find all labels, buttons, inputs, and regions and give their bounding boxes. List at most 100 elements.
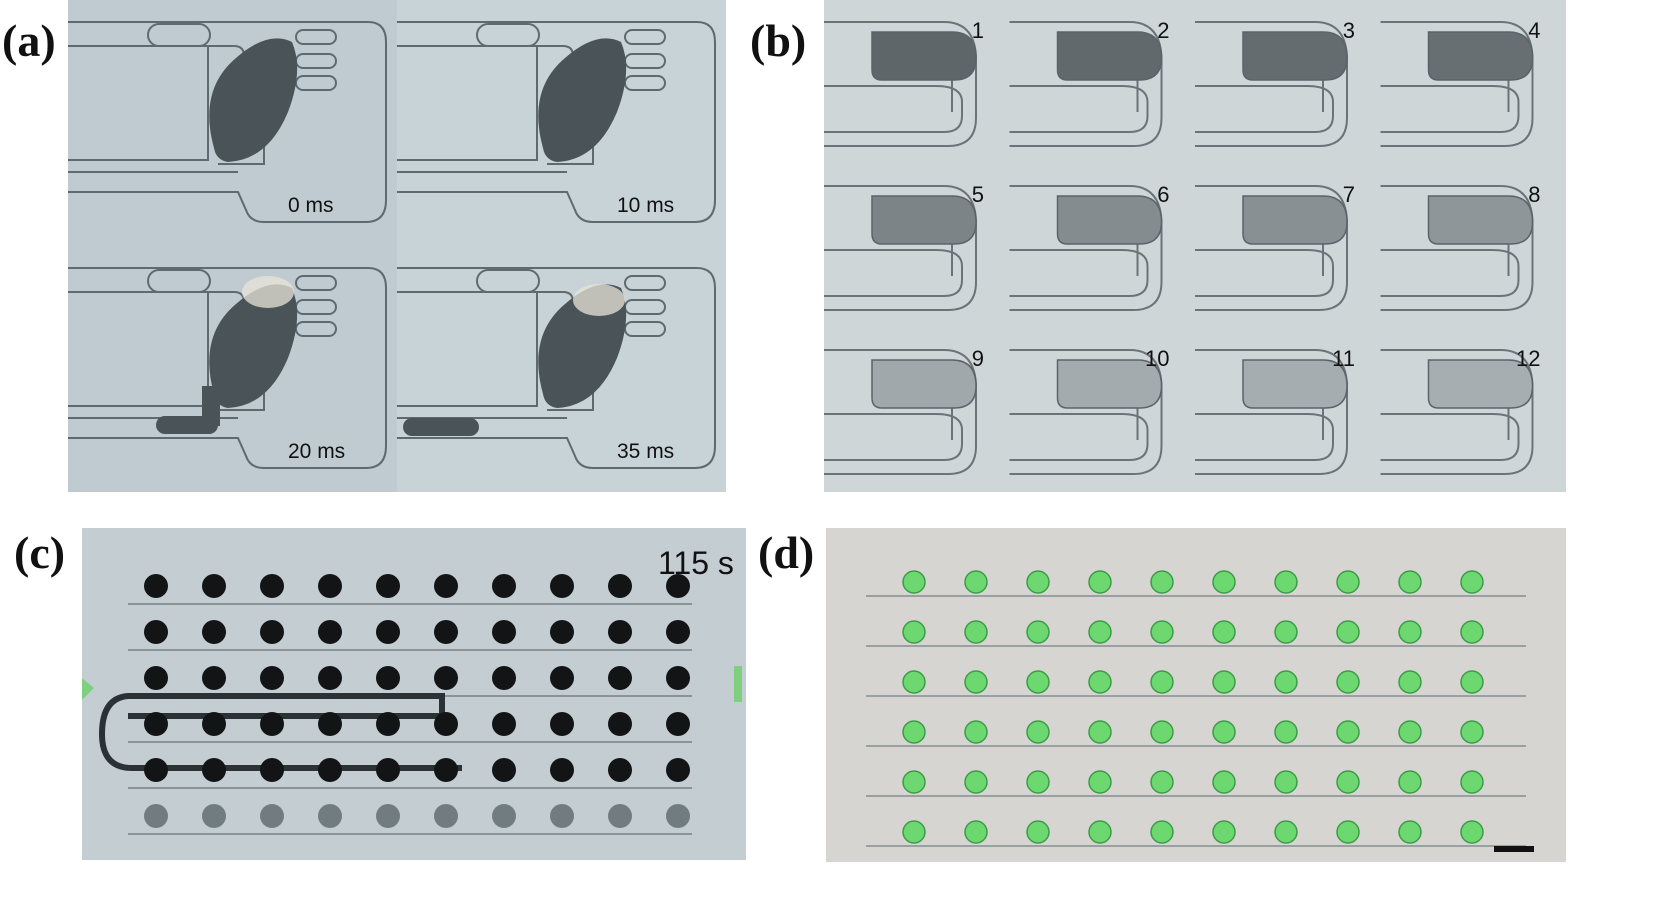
channel-outline [1009,21,1163,147]
frame-number: 7 [1343,182,1355,207]
droplet-well [260,758,284,782]
droplet-well [666,666,690,690]
bright-spot [242,276,294,308]
droplet-well [492,804,516,828]
frame-number: 1 [972,18,984,43]
channel-outline [397,267,716,469]
droplet-well [144,804,168,828]
droplet-well [318,804,342,828]
fluorescent-droplet [964,670,988,694]
scale-bar [1494,846,1534,852]
fluorescent-droplet [1150,670,1174,694]
panel-a-frame: 0 ms [68,0,397,246]
panel-c-svg: 115 s [82,528,746,860]
panel-d-label: (d) [758,527,815,578]
pillar [624,275,666,291]
pillar [624,75,666,91]
pillar [476,269,540,293]
frame-number: 3 [1343,18,1355,43]
fluorescent-droplet [1088,720,1112,744]
frame-number: 11 [1332,346,1355,371]
inlet-marker [82,678,94,700]
droplet-well [376,574,400,598]
fluorescent-droplet [1212,670,1236,694]
droplet-well [666,574,690,598]
channel-outline [1380,185,1534,311]
fluorescent-droplet [1274,720,1298,744]
fluorescent-droplet [1088,770,1112,794]
droplet [538,38,627,162]
fluorescent-droplet [1336,670,1360,694]
channel-outline [824,249,963,297]
fluorescent-droplet [1150,770,1174,794]
fluorescent-droplet [1460,720,1484,744]
channel-outline [1380,21,1534,147]
droplet-well [608,620,632,644]
channel-outline [824,413,963,461]
droplet-well [492,620,516,644]
droplet [1427,31,1534,81]
droplet-well [202,574,226,598]
droplet-well [666,712,690,736]
droplet-well [318,758,342,782]
droplet-well [492,712,516,736]
channel-outline [1195,249,1334,297]
droplet-well [434,620,458,644]
frame-background [1380,0,1566,164]
droplet-well [376,666,400,690]
frame-number: 6 [1157,182,1169,207]
outlet-marker [734,666,742,702]
time-label: 115 s [658,545,734,581]
fluorescent-droplet [902,670,926,694]
droplet-well [376,804,400,828]
frame-background [1380,328,1566,492]
pillar [624,321,666,337]
droplet-well [202,758,226,782]
time-label: 35 ms [617,440,674,463]
frame-number: 5 [972,182,984,207]
droplet-well [434,712,458,736]
fluorescent-droplet [964,770,988,794]
fluorescent-droplet [1088,570,1112,594]
fluorescent-droplet [1398,570,1422,594]
fluorescent-droplet [1088,820,1112,844]
panel-b-frame: 5 [824,164,1010,328]
droplet-well [260,712,284,736]
fluorescent-droplet [1212,770,1236,794]
bright-spot [573,284,625,316]
fluorescent-droplet [1212,620,1236,644]
channel-outline [1009,349,1163,475]
droplet-well [550,666,574,690]
droplet-well [434,758,458,782]
channel-outline [1380,413,1520,461]
panel-b-frame: 2 [1009,0,1195,164]
droplet [1242,195,1348,245]
panel-b-frame: 10 [1009,328,1195,492]
droplet [1242,359,1348,409]
channel-outline [824,185,977,311]
droplet-well [492,574,516,598]
droplet [871,31,977,81]
droplet-well [376,758,400,782]
droplet [209,38,298,162]
channel-outline [397,45,538,161]
time-label: 10 ms [617,194,674,217]
droplet-well [376,620,400,644]
droplet-well [434,666,458,690]
fluorescent-droplet [1398,670,1422,694]
droplet-well [144,758,168,782]
droplet [871,359,977,409]
frame-background [824,328,1010,492]
fluorescent-droplet [1336,570,1360,594]
fluorescent-droplet [1212,820,1236,844]
frame-background [1195,0,1381,164]
daughter-droplet [403,418,479,436]
droplet-well [202,712,226,736]
channel-outline [397,21,716,223]
channel-outline [1380,85,1520,133]
frame-background [1009,0,1195,164]
channel-outline [1009,85,1149,133]
panel-b-frame: 12 [1380,328,1566,492]
droplet-well [260,620,284,644]
